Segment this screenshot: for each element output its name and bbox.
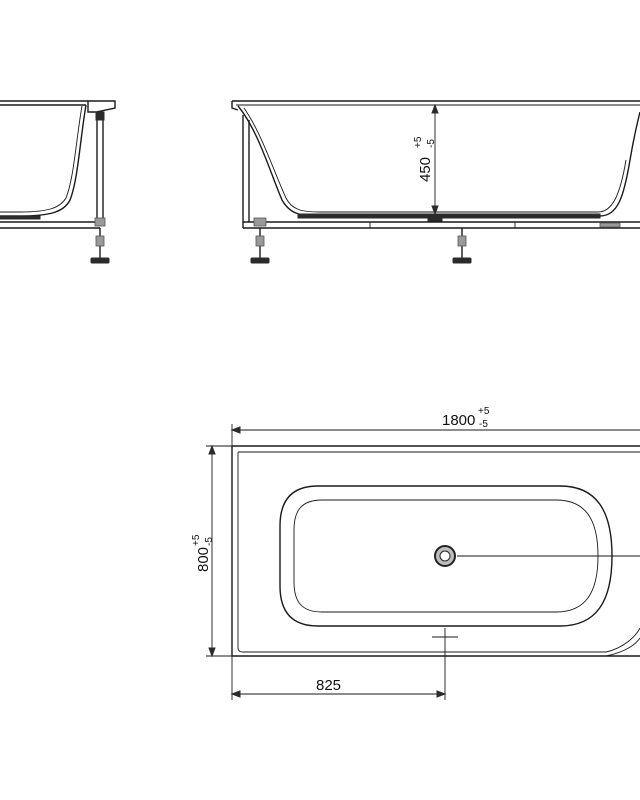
length-dimension: 1800 +5 -5 <box>230 406 640 446</box>
height-tol-lower: -5 <box>426 139 437 148</box>
top-view <box>231 445 640 657</box>
drain-offset-value: 825 <box>316 677 341 694</box>
length-value: 1800 <box>442 412 475 429</box>
height-dimension: 450 +5 -5 <box>413 136 437 182</box>
length-tol-upper: +5 <box>478 406 490 417</box>
height-tol-upper: +5 <box>413 136 424 148</box>
width-value: 800 <box>195 547 212 572</box>
width-dimension <box>206 444 232 658</box>
drain-offset-dimension: 825 <box>230 646 447 700</box>
length-tol-lower: -5 <box>479 419 488 430</box>
height-value: 450 <box>417 157 434 182</box>
side-view <box>0 100 116 264</box>
front-view <box>231 100 640 264</box>
width-tol-lower: -5 <box>204 537 215 546</box>
width-tol-upper: +5 <box>191 534 202 546</box>
width-dimension-text: 800 +5 -5 <box>191 534 215 572</box>
